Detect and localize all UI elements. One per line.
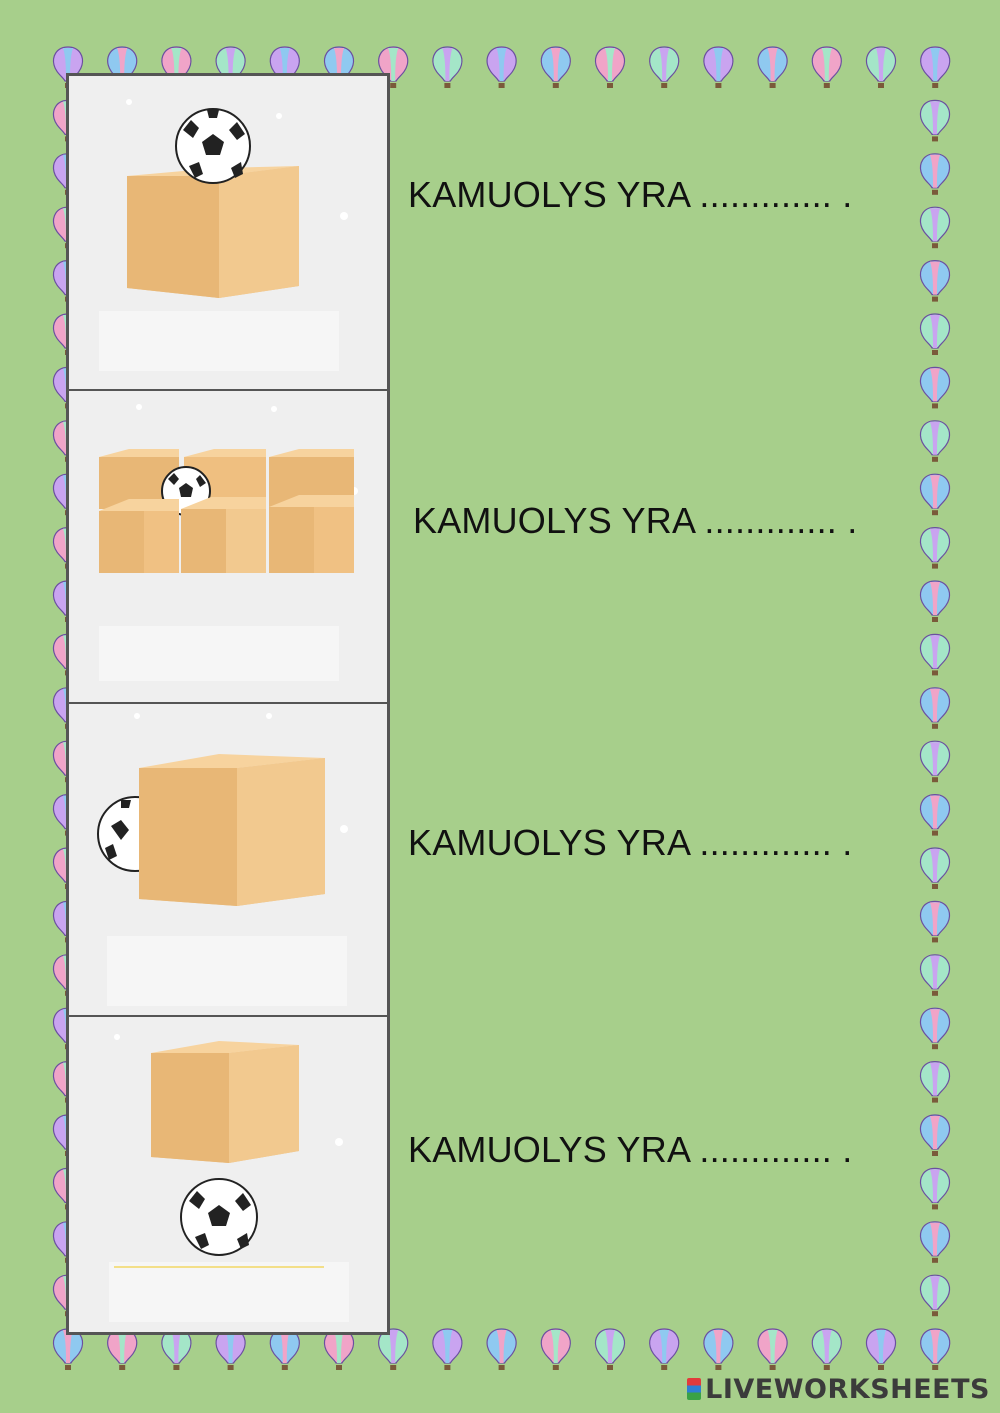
- balloon-icon: [919, 1060, 951, 1103]
- picture-cell-3: [69, 704, 387, 1017]
- logo-icon: [687, 1378, 702, 1400]
- balloon-icon: [757, 1328, 788, 1370]
- balloon-icon: [919, 153, 951, 195]
- balloon-icon: [919, 580, 951, 622]
- picture-cell-4: [69, 1017, 387, 1332]
- balloon-icon: [919, 1007, 951, 1050]
- balloon-icon: [865, 46, 897, 88]
- picture-cell-1: [69, 76, 387, 391]
- balloon-icon: [920, 1328, 951, 1370]
- balloon-icon: [52, 1328, 84, 1370]
- balloon-icon: [757, 46, 788, 88]
- balloon-icon: [919, 793, 951, 836]
- sentence-2: KAMUOLYS YRA ............. .: [413, 500, 858, 541]
- balloon-icon: [323, 1328, 355, 1370]
- balloon-icon: [919, 1114, 951, 1156]
- balloon-icon: [703, 1328, 734, 1370]
- balloon-icon: [540, 1328, 571, 1370]
- balloon-icon: [269, 1328, 300, 1370]
- balloon-icon: [107, 1328, 138, 1370]
- sentence-3: KAMUOLYS YRA ............. .: [408, 822, 853, 863]
- balloon-icon: [432, 46, 463, 88]
- brand-logo: LIVEWORKSHEETS: [687, 1374, 990, 1405]
- balloon-icon: [919, 313, 951, 355]
- picture-cell-2: [69, 391, 387, 704]
- balloon-icon: [540, 46, 571, 88]
- balloon-icon: [594, 1328, 626, 1370]
- balloon-icon: [919, 954, 951, 996]
- balloon-icon: [919, 420, 951, 462]
- balloon-icon: [919, 366, 951, 409]
- balloon-icon: [919, 260, 951, 302]
- picture-panel: [66, 73, 390, 1335]
- balloon-icon: [378, 1328, 409, 1370]
- balloon-icon: [920, 46, 951, 88]
- balloon-icon: [865, 1328, 897, 1370]
- star-icon: [114, 1034, 343, 1146]
- balloon-icon: [486, 1328, 517, 1370]
- balloon-icon: [919, 740, 951, 783]
- balloon-icon: [919, 473, 951, 516]
- balloon-icon: [811, 1328, 842, 1370]
- balloon-icon: [919, 1221, 951, 1263]
- balloon-icon: [215, 1328, 246, 1370]
- balloon-icon: [215, 46, 246, 88]
- brand-text: LIVEWORKSHEETS: [705, 1374, 990, 1405]
- soccer-ball-icon: [175, 108, 251, 184]
- balloon-icon: [486, 46, 517, 88]
- box-icon: [151, 1041, 299, 1163]
- balloon-icon: [919, 633, 951, 676]
- balloon-icon: [919, 1167, 951, 1210]
- sentence-4: KAMUOLYS YRA ............. .: [408, 1129, 853, 1170]
- balloon-icon: [649, 46, 680, 88]
- balloon-icon: [919, 99, 951, 142]
- balloon-icon: [378, 46, 409, 88]
- star-icon: [134, 713, 348, 833]
- balloon-icon: [323, 46, 355, 88]
- balloon-icon: [919, 687, 951, 729]
- balloon-icon: [919, 847, 951, 889]
- balloon-icon: [594, 46, 626, 88]
- box-icon: [139, 754, 325, 906]
- balloon-icon: [919, 1274, 951, 1317]
- balloon-icon: [919, 526, 951, 569]
- box-icon: [127, 166, 299, 298]
- balloon-icon: [649, 1328, 680, 1370]
- box-front-row-icon: [99, 495, 354, 573]
- balloon-icon: [919, 900, 951, 943]
- balloon-icon: [161, 1328, 192, 1370]
- balloon-icon: [703, 46, 734, 88]
- balloon-icon: [919, 206, 951, 249]
- soccer-ball-icon: [180, 1178, 258, 1256]
- star-icon: [126, 99, 348, 220]
- balloon-icon: [432, 1328, 463, 1370]
- sentence-1: KAMUOLYS YRA ............. .: [408, 174, 853, 215]
- balloon-icon: [811, 46, 842, 88]
